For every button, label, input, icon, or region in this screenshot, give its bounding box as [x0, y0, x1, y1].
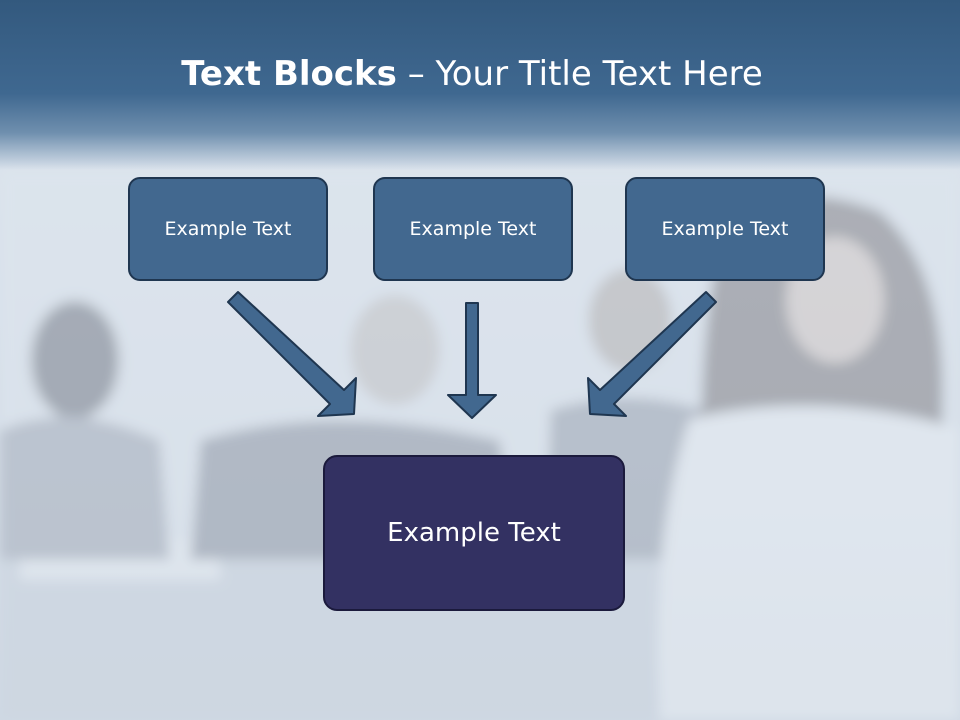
title-band: [0, 0, 960, 170]
center-text-box-label: Example Text: [387, 518, 561, 548]
text-box-3-label: Example Text: [661, 218, 789, 240]
arrow-right-icon: [587, 291, 717, 417]
text-box-3[interactable]: Example Text: [625, 177, 825, 281]
arrow-down-icon: [447, 302, 497, 419]
arrow-left-icon: [227, 291, 357, 417]
text-box-1-label: Example Text: [164, 218, 292, 240]
center-text-box[interactable]: Example Text: [323, 455, 625, 611]
text-box-2-label: Example Text: [409, 218, 537, 240]
text-box-1[interactable]: Example Text: [128, 177, 328, 281]
text-box-2[interactable]: Example Text: [373, 177, 573, 281]
title-bold: Text Blocks: [181, 54, 397, 94]
slide-title: Text Blocks – Your Title Text Here: [0, 50, 944, 98]
title-rest: – Your Title Text Here: [396, 54, 763, 94]
